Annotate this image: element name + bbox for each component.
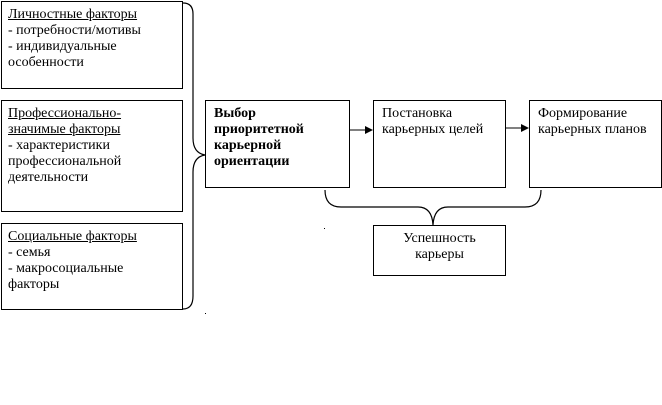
- social-factors-box: Социальные факторы - семья - макросоциал…: [1, 223, 183, 310]
- social-factors-line: факторы: [8, 277, 60, 292]
- professional-factors-title: значимые факторы: [8, 122, 121, 137]
- professional-factors-title: Профессионально-: [8, 106, 122, 121]
- stage-line: карьерных: [382, 122, 446, 137]
- professional-factors-line: - характеристики: [8, 138, 110, 153]
- stage-line: планов: [604, 122, 647, 137]
- career-plans-box: Формирование карьерных планов: [529, 100, 662, 188]
- stage-line: карьерных: [538, 122, 602, 137]
- stage-line: Постановка: [382, 106, 453, 121]
- stage-line: Выбор: [214, 106, 256, 121]
- personal-factors-line: особенности: [8, 55, 84, 70]
- personal-factors-title: Личностные факторы: [8, 7, 138, 22]
- social-factors-line: - макросоциальные: [8, 261, 124, 276]
- stage-line: ориентации: [214, 154, 290, 169]
- professional-factors-line: профессиональной: [8, 154, 122, 169]
- stray-dot: [324, 228, 325, 229]
- career-orientation-choice-box: Выбор приоритетной карьерной ориентации: [205, 100, 350, 188]
- career-goals-box: Постановка карьерных целей: [373, 100, 506, 188]
- stage-line: карьерной: [214, 138, 282, 153]
- personal-factors-line: - потребности/мотивы: [8, 23, 141, 38]
- outcome-line: карьеры: [415, 247, 464, 262]
- social-factors-title: Социальные факторы: [8, 229, 137, 244]
- social-factors-line: - семья: [8, 245, 51, 260]
- personal-factors-box: Личностные факторы - потребности/мотивы …: [1, 1, 183, 89]
- stage-line: целей: [448, 122, 484, 137]
- outcome-brace: [324, 189, 542, 226]
- personal-factors-line: - индивидуальные: [8, 39, 117, 54]
- career-success-box: Успешность карьеры: [373, 225, 506, 276]
- arrowhead-goals-to-plans: [521, 124, 529, 132]
- stray-dot: [205, 313, 206, 314]
- professional-factors-box: Профессионально- значимые факторы - хара…: [1, 100, 183, 212]
- stage-line: Формирование: [538, 106, 628, 121]
- professional-factors-line: деятельности: [8, 170, 89, 185]
- factors-brace: [182, 2, 206, 310]
- arrowhead-choice-to-goals: [365, 126, 373, 134]
- stage-line: приоритетной: [214, 122, 304, 137]
- outcome-line: Успешность: [403, 231, 476, 246]
